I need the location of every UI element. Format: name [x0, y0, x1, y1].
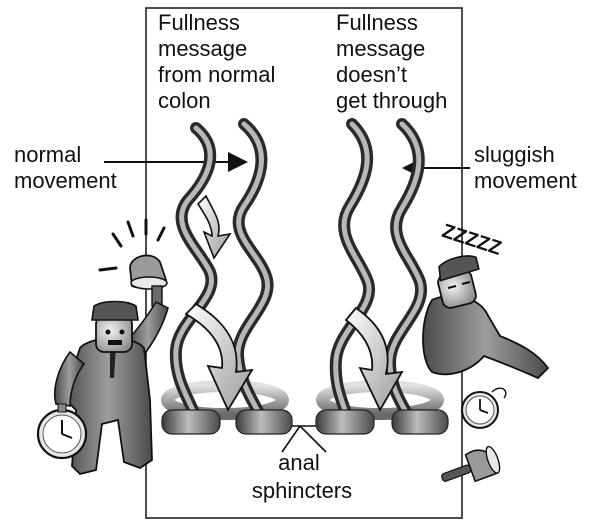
normal-movement-line-1: normal [14, 142, 81, 167]
right-message-line-4: get through [336, 88, 447, 113]
sluggish-movement-line-1: sluggish [474, 142, 555, 167]
conductor-head [96, 316, 132, 352]
conductor-eye [120, 330, 125, 335]
left-message-line-2: message [158, 36, 247, 61]
normal-colon [162, 124, 292, 434]
normal-sphincter-left [162, 410, 220, 434]
sluggish-sphincter-right [392, 410, 448, 434]
bell-icon [130, 255, 167, 306]
sleeping-conductor-figure: ZZZZZ [423, 220, 548, 491]
normal-sphincter-right [236, 410, 292, 434]
sluggish-sphincter-left [316, 410, 374, 434]
conductor-eye [106, 330, 111, 335]
conductor-cap [92, 302, 138, 321]
sluggish-colon [316, 124, 448, 434]
down-arrow-icon [198, 196, 230, 258]
anal-sphincters-label: anal sphincters [252, 450, 352, 503]
awake-conductor-figure [38, 220, 168, 474]
bell-icon [437, 444, 502, 491]
sleep-zzz-icon: ZZZZZ [439, 220, 504, 260]
conductor-mouth [108, 340, 122, 345]
left-message-line-3: from normal [158, 62, 275, 87]
right-message-label: Fullness message doesn’t get through [336, 10, 447, 113]
normal-movement-line-2: movement [14, 168, 117, 193]
right-message-line-2: message [336, 36, 425, 61]
anal-sphincters-line-2: sphincters [252, 478, 352, 503]
pocket-watch-icon [462, 388, 506, 428]
right-message-line-3: doesn’t [336, 62, 407, 87]
normal-movement-label: normal movement [14, 142, 117, 193]
left-message-line-4: colon [158, 88, 211, 113]
right-message-line-1: Fullness [336, 10, 418, 35]
sluggish-movement-line-2: movement [474, 168, 577, 193]
sleeping-conductor-body [423, 296, 548, 378]
left-message-label: Fullness message from normal colon [158, 10, 281, 113]
anal-sphincters-line-1: anal [278, 450, 320, 475]
sluggish-movement-label: sluggish movement [474, 142, 577, 193]
left-message-line-1: Fullness [158, 10, 240, 35]
